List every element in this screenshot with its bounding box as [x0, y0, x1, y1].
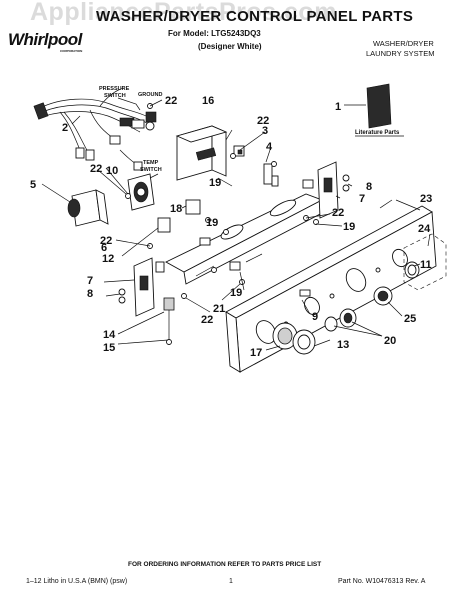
bracket-18 — [157, 199, 201, 233]
left-bracket-7 — [118, 257, 165, 317]
callout-7-right: 7 — [359, 193, 365, 205]
callout-4: 4 — [266, 141, 273, 153]
literature-booklet: Literature Parts — [344, 83, 404, 137]
callout-1: 1 — [335, 101, 341, 113]
watermark: AppliancePartsPros.com — [30, 0, 337, 26]
callout-23: 23 — [420, 193, 432, 205]
callout-22-c: 22 — [90, 163, 102, 175]
callout-13: 13 — [337, 339, 349, 351]
screw-14-15 — [163, 297, 175, 345]
page-number: 1 — [229, 578, 233, 585]
callout-22-e: 22 — [332, 207, 344, 219]
outline-24 — [403, 233, 447, 291]
ground-label: GROUND — [138, 92, 162, 98]
callout-22-d: 22 — [100, 235, 112, 247]
leader-lines — [41, 99, 431, 351]
ordering-note: FOR ORDERING INFORMATION REFER TO PARTS … — [128, 561, 322, 568]
wire-harness — [33, 87, 157, 171]
callout-7-left: 7 — [87, 275, 93, 287]
callout-19-d: 19 — [230, 287, 242, 299]
callout-21: 21 — [213, 303, 225, 315]
callout-18: 18 — [170, 203, 182, 215]
timer-5 — [67, 189, 109, 227]
callout-24: 24 — [418, 223, 431, 235]
callout-3: 3 — [262, 125, 268, 137]
temp-switch-label-1: TEMP — [143, 160, 159, 166]
callout-2: 2 — [62, 122, 68, 134]
right-bracket-8 — [317, 161, 350, 219]
callout-25: 25 — [404, 313, 416, 325]
callout-16: 16 — [202, 95, 214, 107]
callout-6: 6 — [101, 242, 107, 254]
knobs — [272, 261, 420, 355]
callout-9: 9 — [312, 311, 318, 323]
callout-19-b: 19 — [206, 217, 218, 229]
pressure-switch-label-1: PRESSURE — [99, 86, 130, 92]
callout-14: 14 — [103, 329, 116, 341]
callout-8-right: 8 — [366, 181, 372, 193]
small-switch-parts — [233, 145, 314, 189]
callout-22-f: 22 — [201, 314, 213, 326]
color-variant: (Designer White) — [198, 42, 262, 51]
brand-logo: Whirlpool — [8, 30, 82, 49]
litho-info: 1–12 Litho in U.S.A (BMN) (psw) — [26, 578, 128, 585]
control-bracket-16 — [175, 125, 228, 181]
page-title: WASHER/DRYER CONTROL PANEL PARTS — [96, 8, 414, 25]
literature-label: Literature Parts — [355, 130, 400, 136]
temp-switch-10 — [127, 173, 159, 211]
temp-switch-label-2: SWITCH — [140, 167, 162, 173]
part-number: Part No. W10476313 Rev. A — [338, 578, 426, 585]
callout-5: 5 — [30, 179, 36, 191]
callout-19-c: 19 — [343, 221, 355, 233]
callout-10: 10 — [106, 165, 118, 177]
callout-8-left: 8 — [87, 288, 93, 300]
callout-19-a: 19 — [209, 177, 221, 189]
callout-17: 17 — [250, 347, 262, 359]
system-line-2: LAUNDRY SYSTEM — [366, 49, 435, 58]
model-subtitle: For Model: LTG5243DQ3 — [168, 29, 261, 38]
callout-11: 11 — [420, 259, 432, 271]
callout-20: 20 — [384, 335, 396, 347]
console-rear-panel — [165, 193, 325, 285]
callout-22-a: 22 — [165, 95, 177, 107]
callout-22-b: 22 — [257, 115, 269, 127]
pressure-switch-label-2: SWITCH — [104, 93, 126, 99]
callout-15: 15 — [103, 342, 115, 354]
brand-corporation: CORPORATION — [60, 49, 83, 53]
system-line-1: WASHER/DRYER — [373, 39, 434, 48]
callout-12: 12 — [102, 253, 114, 265]
